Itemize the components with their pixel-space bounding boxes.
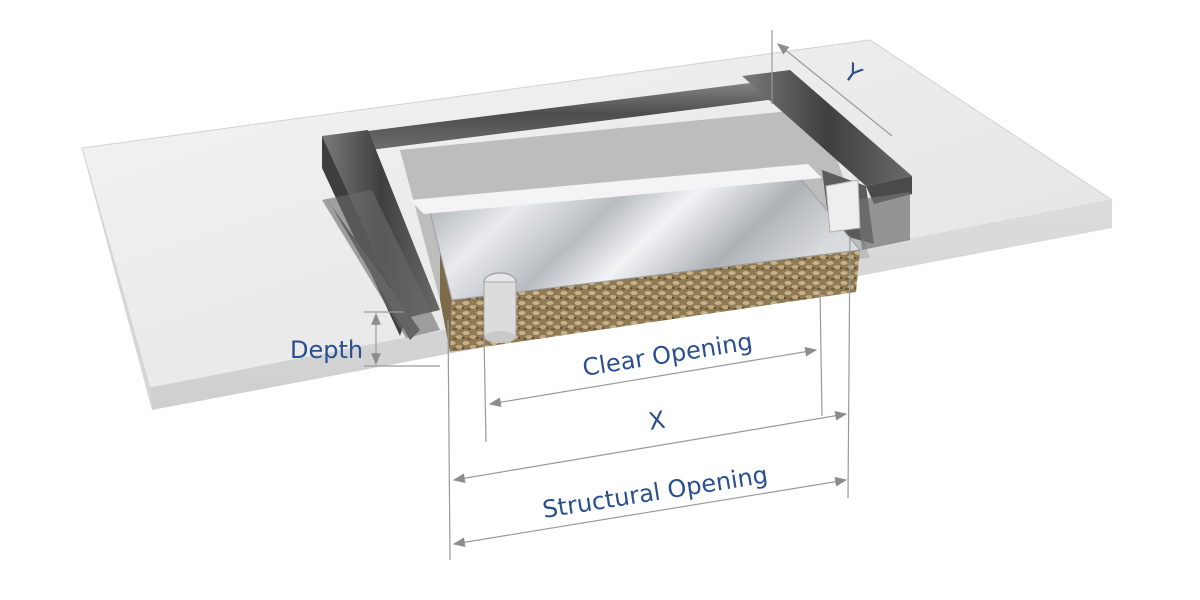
insulation-front-face	[450, 250, 860, 352]
dimension-clear-opening: Clear Opening	[488, 327, 818, 407]
label-depth: Depth	[290, 336, 363, 364]
label-structural-opening: Structural Opening	[541, 461, 770, 524]
right-corner-tab	[825, 179, 861, 233]
frame-left-channel	[322, 130, 440, 340]
dimension-structural-opening: Structural Opening	[452, 461, 848, 547]
dimension-depth: Depth	[290, 311, 440, 367]
dimension-x: X	[452, 406, 848, 483]
slab-left-edge	[82, 148, 152, 410]
insulation-left-face	[440, 250, 452, 352]
insulation-block	[440, 250, 860, 352]
label-clear-opening: Clear Opening	[581, 327, 755, 382]
foil-rim	[410, 164, 822, 214]
corner-sleeve	[483, 272, 517, 343]
label-x: X	[647, 406, 668, 436]
